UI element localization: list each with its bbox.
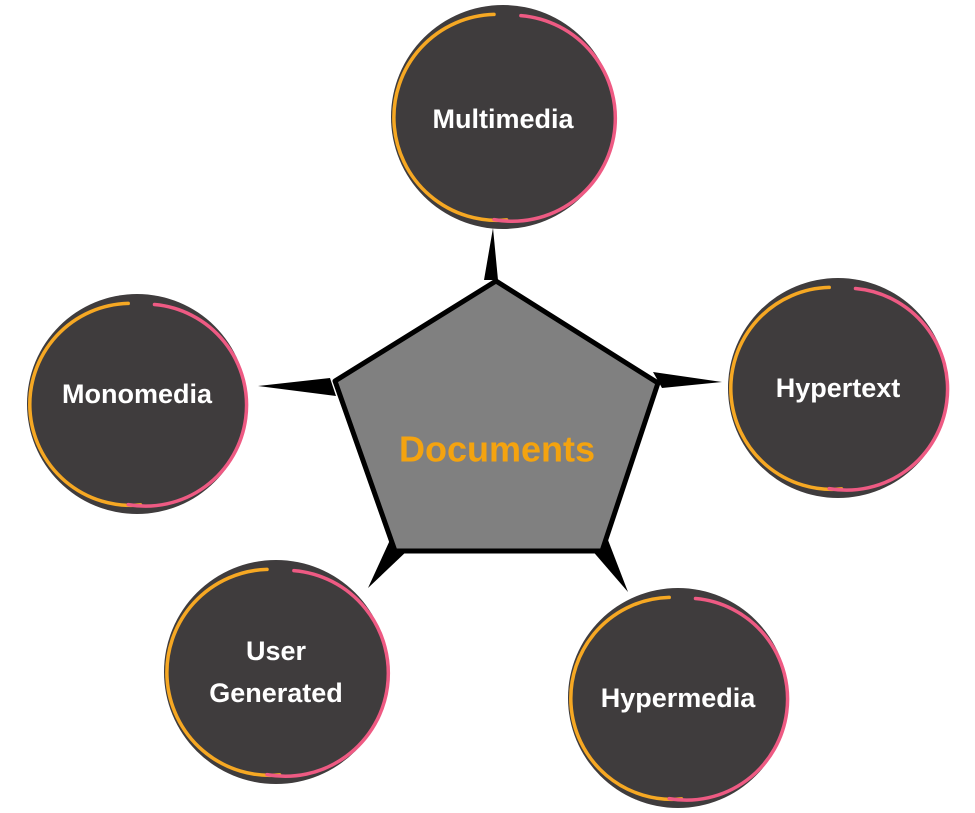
connector-hypertext (653, 372, 722, 388)
node-monomedia: Monomedia (27, 294, 249, 514)
orange-arc (28, 301, 143, 508)
pink-arc (827, 286, 950, 492)
node-label-hypermedia: Hypermedia (601, 683, 757, 713)
center-label: Documents (399, 429, 595, 470)
node-circle (27, 294, 247, 514)
connector-monomedia (258, 378, 336, 396)
orange-arc (729, 285, 844, 492)
node-hypermedia: Hypermedia (568, 588, 790, 808)
node-label-multimedia: Multimedia (432, 104, 574, 134)
node-circle (391, 5, 615, 229)
node-label-user-generated-line2: Generated (209, 678, 343, 708)
connector-multimedia (484, 228, 498, 280)
pink-arc (492, 13, 618, 223)
node-circle (568, 588, 788, 808)
node-label-user-generated-line1: User (246, 636, 307, 666)
orange-arc (392, 12, 509, 223)
node-label-monomedia: Monomedia (62, 379, 213, 409)
pink-arc (667, 596, 790, 802)
orange-arc (569, 595, 684, 802)
node-circle (164, 560, 388, 784)
node-label-hypertext: Hypertext (776, 373, 901, 403)
node-hypertext: Hypertext (728, 278, 950, 498)
center-pentagon (332, 278, 661, 554)
pink-arc (126, 302, 249, 508)
node-user-generated: User Generated (164, 560, 391, 784)
orange-arc (165, 567, 282, 778)
pink-arc (265, 568, 391, 778)
node-multimedia: Multimedia (391, 5, 618, 229)
node-circle (728, 278, 948, 498)
